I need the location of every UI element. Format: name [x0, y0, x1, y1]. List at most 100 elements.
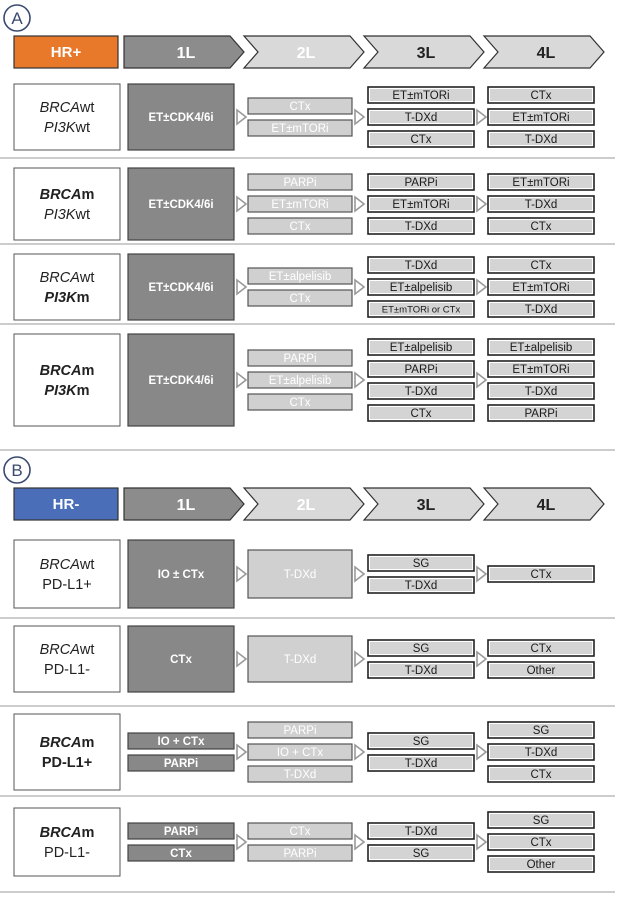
therapy-box — [247, 822, 353, 840]
therapy-label: SG — [413, 558, 430, 570]
line-label-4l: 4L — [537, 45, 556, 62]
therapy-box-fill — [490, 198, 592, 210]
line-chevron-4l — [482, 487, 605, 521]
therapy-label: SG — [413, 643, 430, 655]
therapy-box — [247, 289, 353, 307]
therapy-box — [247, 173, 353, 191]
therapy-box — [127, 167, 235, 241]
subtype-label-box — [13, 333, 121, 427]
therapy-label: ET±alpelisib — [390, 342, 453, 354]
subtype-label-box — [13, 713, 121, 791]
therapy-label: CTx — [410, 408, 431, 420]
therapy-box-fill — [370, 664, 472, 676]
flow-arrow-icon — [354, 650, 366, 668]
therapy-box-fill — [490, 341, 592, 353]
therapy-box-fill — [370, 757, 472, 769]
therapy-label: ET±mTORi — [271, 199, 328, 211]
subtype-row: BRCAwtPI3KmET±CDK4/6iET±alpelisibCTxT-DX… — [13, 253, 595, 321]
therapy-label: T-DXd — [405, 386, 438, 398]
therapy-label: CTx — [289, 293, 310, 305]
therapy-label: ET±CDK4/6i — [148, 282, 213, 294]
subtype-row: BRCAmPI3KmET±CDK4/6iPARPiET±alpelisibCTx… — [13, 333, 595, 427]
therapy-box-fill — [490, 407, 592, 419]
therapy-box — [247, 267, 353, 285]
therapy-box — [247, 635, 353, 683]
therapy-box — [127, 333, 235, 427]
line-chevron-4l — [482, 35, 605, 69]
therapy-box — [247, 844, 353, 862]
therapy-label: ET±alpelisib — [390, 282, 453, 294]
flow-arrow-icon — [476, 833, 488, 851]
therapy-box-fill — [370, 735, 472, 747]
therapy-label: SG — [533, 725, 550, 737]
therapy-label: CTx — [530, 569, 551, 581]
therapy-box-fill — [490, 363, 592, 375]
therapy-label: CTx — [530, 837, 551, 849]
subtype-label-line: BRCAwt — [40, 270, 95, 286]
line-chevron-1l — [123, 487, 245, 521]
therapy-label: T-DXd — [525, 386, 558, 398]
line-label-2l: 2L — [297, 497, 316, 514]
subtype-label-line: PI3Kwt — [44, 120, 90, 136]
therapy-label: T-DXd — [405, 826, 438, 838]
subtype-row: BRCAwtPI3KwtET±CDK4/6iCTxET±mTORiET±mTOR… — [13, 83, 595, 151]
therapy-box-fill — [370, 111, 472, 123]
subtype-label-line: PD-L1- — [44, 845, 90, 861]
flow-arrow-icon — [354, 565, 366, 583]
subtype-label-line: BRCAm — [40, 187, 95, 203]
therapy-label: T-DXd — [525, 304, 558, 316]
therapy-box-fill — [490, 724, 592, 736]
therapy-box — [247, 349, 353, 367]
subtype-label-box — [13, 539, 121, 609]
therapy-label: ET±mTORi — [512, 364, 569, 376]
therapy-box-fill — [490, 220, 592, 232]
subtype-row: BRCAmPI3KwtET±CDK4/6iPARPiET±mTORiCTxPAR… — [13, 167, 595, 241]
therapy-label: CTx — [170, 654, 192, 666]
therapy-label: ET±mTORi — [512, 177, 569, 189]
therapy-label: ET±alpelisib — [269, 271, 332, 283]
panel-letter-badge: B — [3, 456, 31, 484]
therapy-label: T-DXd — [405, 221, 438, 233]
therapy-label: CTx — [530, 643, 551, 655]
therapy-label: ET±mTORi — [392, 90, 449, 102]
therapy-label: Other — [527, 859, 556, 871]
therapy-box — [127, 83, 235, 151]
therapy-box — [127, 822, 235, 840]
therapy-box-fill — [370, 259, 472, 271]
therapy-box-fill — [370, 133, 472, 145]
therapy-box — [247, 371, 353, 389]
therapy-label: PARPi — [283, 848, 316, 860]
flow-arrow-icon — [476, 743, 488, 761]
receptor-status-label: HR- — [53, 496, 80, 513]
flow-arrow-icon — [236, 195, 248, 213]
therapy-label: T-DXd — [405, 112, 438, 124]
subtype-label-box — [13, 625, 121, 693]
therapy-box-fill — [490, 814, 592, 826]
subtype-label-line: BRCAm — [40, 825, 95, 841]
therapy-label: CTx — [289, 826, 310, 838]
therapy-box-fill — [370, 89, 472, 101]
therapy-box — [247, 195, 353, 213]
therapy-box-fill — [490, 259, 592, 271]
therapy-box-fill — [370, 847, 472, 859]
therapy-label: ET±alpelisib — [510, 342, 573, 354]
therapy-box-fill — [490, 385, 592, 397]
therapy-box-fill — [370, 363, 472, 375]
line-label-1l: 1L — [177, 45, 196, 62]
receptor-status-header — [13, 35, 119, 69]
flow-arrow-icon — [236, 371, 248, 389]
receptor-status-label: HR+ — [51, 44, 82, 61]
line-chevron-2l — [242, 487, 365, 521]
therapy-label: T-DXd — [405, 580, 438, 592]
therapy-label: ET±mTORi or CTx — [382, 304, 461, 315]
therapy-box — [247, 721, 353, 739]
therapy-box-fill — [370, 385, 472, 397]
subtype-label-line: BRCAwt — [40, 642, 95, 658]
therapy-box-fill — [370, 303, 472, 315]
therapy-box — [247, 217, 353, 235]
therapy-box-fill — [490, 768, 592, 780]
flow-arrow-icon — [236, 743, 248, 761]
therapy-box-fill — [490, 664, 592, 676]
